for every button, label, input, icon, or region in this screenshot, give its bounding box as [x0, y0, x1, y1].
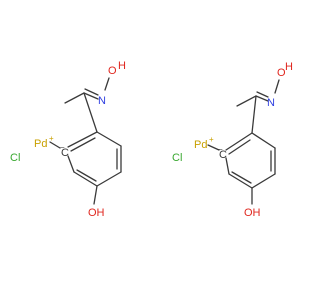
carbanion-charge: − — [60, 143, 65, 152]
bond-ring-6-1 — [225, 132, 253, 151]
bond-ring-1-2 — [251, 132, 276, 149]
nitrogen-label: N — [98, 95, 106, 107]
hydrogen-label: H — [285, 61, 293, 73]
bond-c-n-double-1 — [83, 92, 99, 100]
hydroxyl-label: OH — [244, 207, 261, 219]
bond-c-ring — [251, 95, 257, 134]
palladium-label: Pd — [34, 138, 47, 150]
palladium-label: Pd — [194, 139, 207, 151]
bond-ring-4-5-inner — [76, 169, 97, 182]
bond-ring-3-4 — [251, 173, 276, 189]
structure-canvas: O H N Pd + Cl C − OH — [10, 60, 293, 219]
structure-drawing: O H N Pd + Cl C − OH — [10, 60, 293, 219]
bond-pd-c — [207, 144, 220, 151]
bond-n-o — [274, 79, 280, 94]
bond-ring-4-5 — [228, 173, 253, 189]
palladium-charge: + — [49, 134, 54, 143]
chlorine-label: Cl — [172, 152, 182, 164]
bond-ring-4-5-inner — [231, 171, 252, 184]
bond-c-n-double-2 — [84, 88, 99, 96]
oxygen-label: O — [108, 65, 117, 77]
hydroxyl-label: OH — [88, 207, 105, 219]
bond-ring-4-5 — [73, 171, 98, 187]
bond-n-o — [104, 77, 110, 91]
bond-c-n-double-2 — [256, 91, 269, 98]
bond-ring-3-4 — [96, 171, 122, 187]
carbanion-label: C — [61, 147, 69, 159]
molecule-1-bonds — [49, 77, 122, 205]
hydrogen-label: H — [118, 60, 126, 72]
bond-pd-c — [49, 141, 61, 149]
palladium-charge: + — [209, 135, 214, 144]
bond-c-ring — [83, 92, 98, 133]
molecule-1-atoms: O H N Pd + Cl C − OH — [10, 60, 126, 219]
bond-ring-6-1-inner — [228, 139, 251, 155]
molecule-2: O H N Pd + Cl C − OH — [172, 61, 293, 219]
bond-ring-1-2 — [96, 131, 122, 147]
bond-c-n-double-1 — [255, 95, 269, 102]
nitrogen-label: N — [267, 97, 275, 109]
molecule-2-bonds — [207, 79, 280, 205]
bond-methyl — [236, 95, 257, 107]
molecule-1: O H N Pd + Cl C − OH — [10, 60, 126, 219]
carbanion-label: C — [219, 149, 227, 161]
carbanion-charge: − — [218, 145, 223, 154]
bond-c-oh — [93, 185, 98, 205]
bond-ring-5-6 — [225, 157, 230, 175]
oxygen-label: O — [277, 67, 286, 79]
bond-ring-6-1-inner — [70, 137, 96, 152]
chlorine-label: Cl — [10, 152, 20, 164]
bond-ring-5-6 — [67, 155, 75, 173]
molecule-2-atoms: O H N Pd + Cl C − OH — [172, 61, 293, 219]
bond-ring-6-1 — [67, 131, 98, 148]
bond-methyl — [64, 92, 85, 104]
